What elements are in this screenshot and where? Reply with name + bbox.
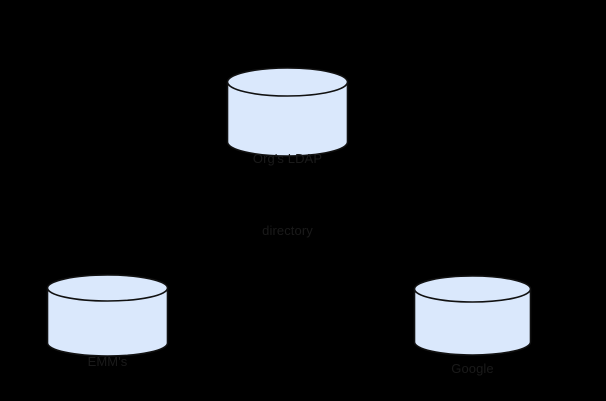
label-line-2: directory: [262, 223, 313, 238]
cylinder-shape-icon: [46, 274, 169, 357]
database-node-emm[interactable]: EMM's database: [46, 274, 169, 369]
cylinder-shape-icon: [226, 67, 349, 157]
database-node-google[interactable]: Google: [413, 275, 532, 376]
database-node-ldap[interactable]: Org's LDAP directory: [226, 67, 349, 238]
cylinder-shape-icon: [413, 275, 532, 356]
label-line-1: Google: [451, 361, 494, 376]
